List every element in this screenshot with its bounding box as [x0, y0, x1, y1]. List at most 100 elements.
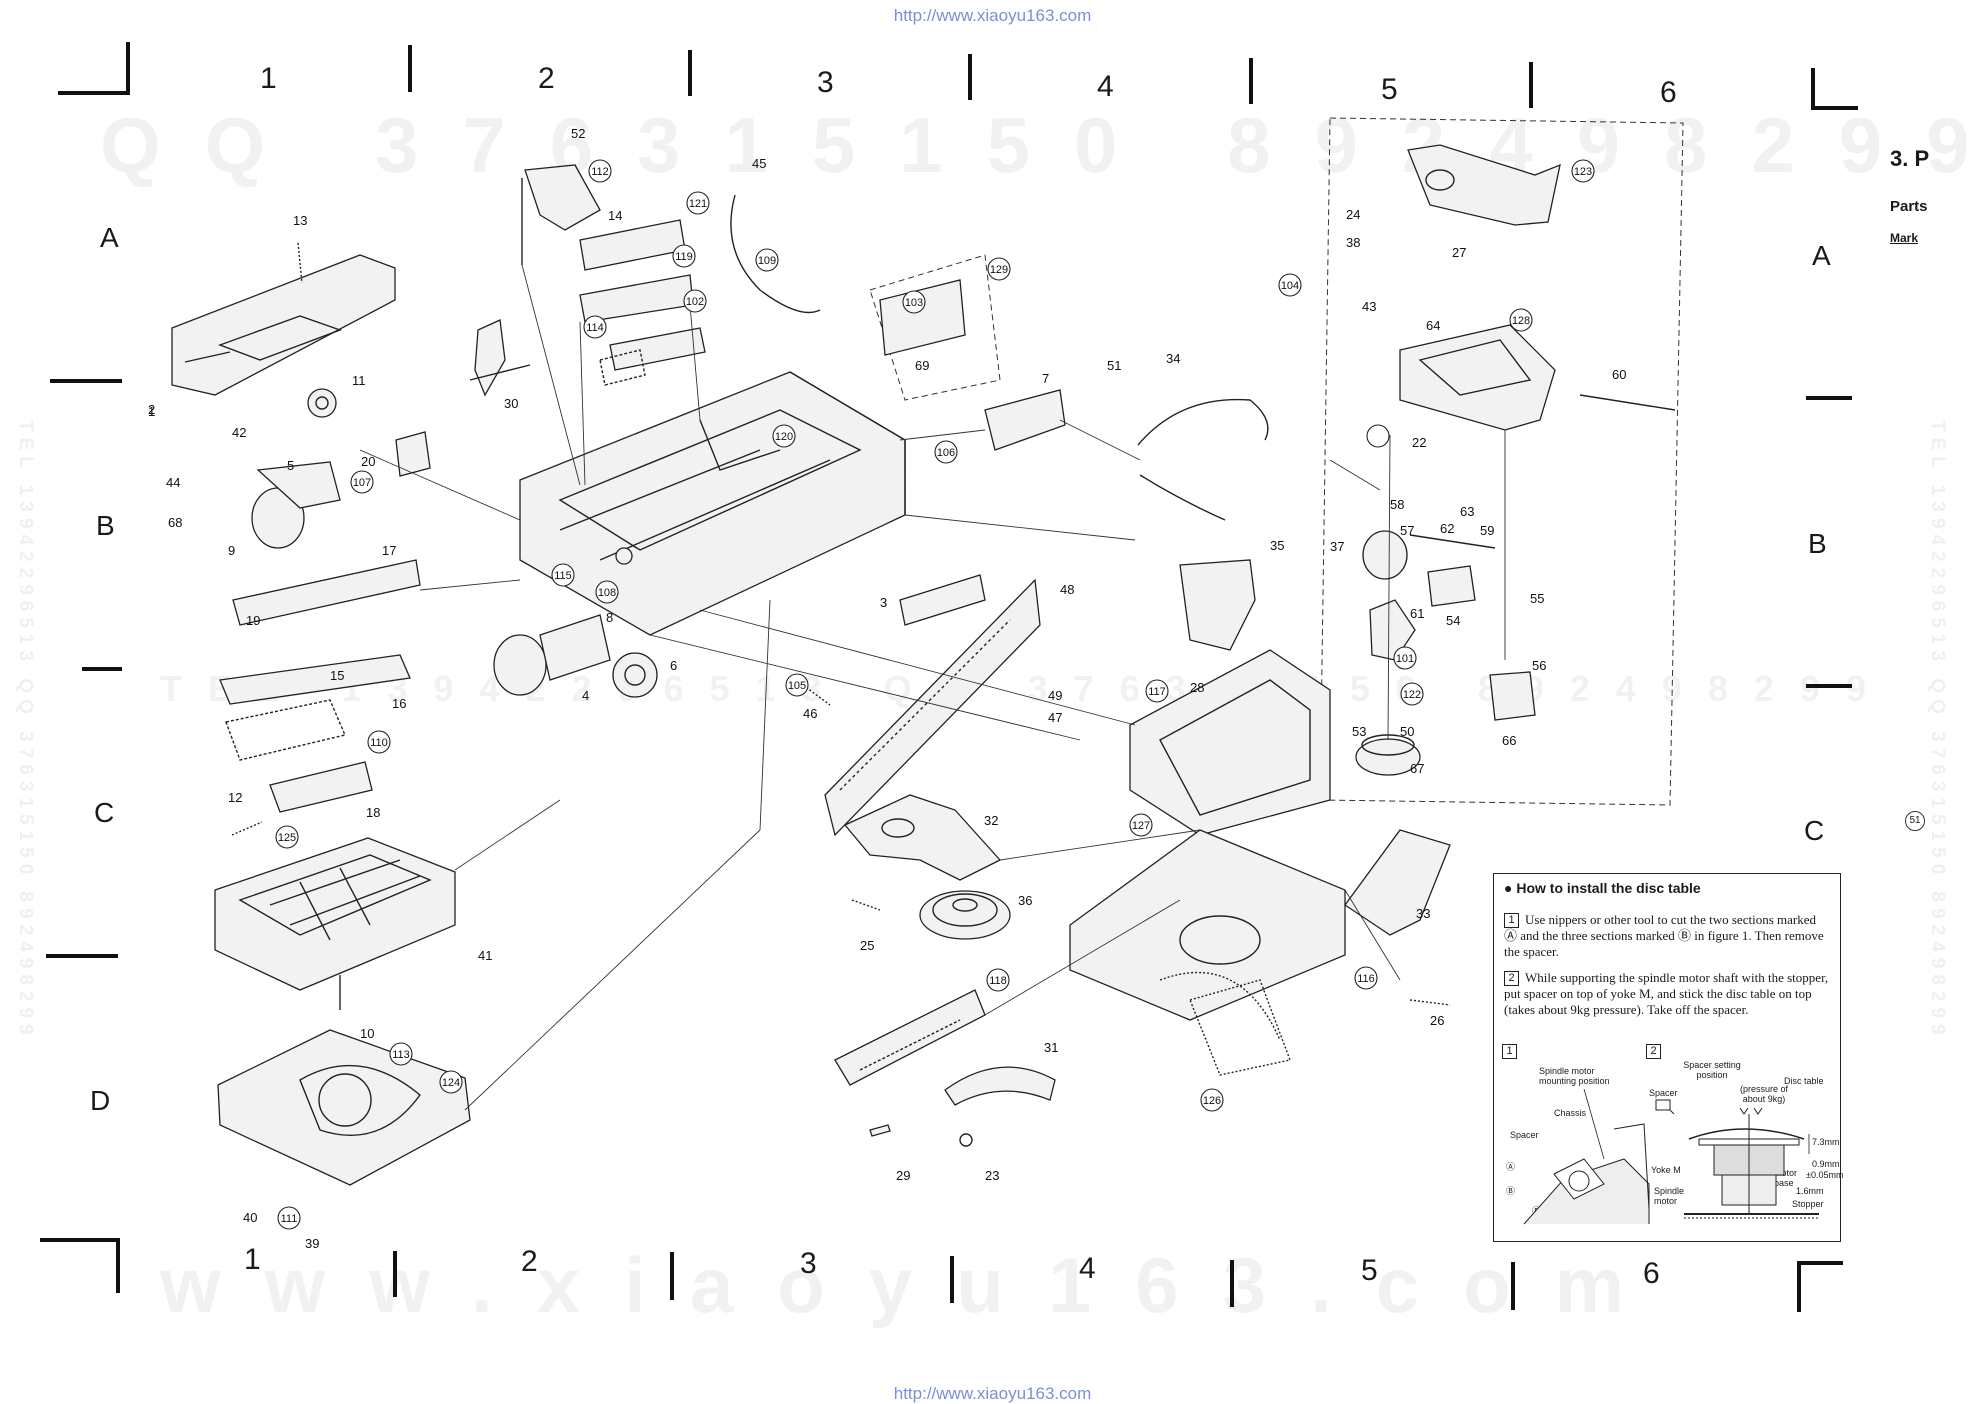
circled-121: 121 [689, 198, 707, 210]
label-11: 11 [352, 373, 366, 388]
grid-col-bottom-3: 3 [800, 1247, 817, 1280]
part-54-motor [1427, 565, 1476, 607]
part-12-spring [231, 821, 263, 836]
part-118-slide-plate [834, 989, 986, 1086]
circled-113: 113 [392, 1049, 410, 1061]
label-51: 51 [1107, 358, 1121, 373]
fig1-label-mount: Spindle motor mounting position [1539, 1066, 1610, 1086]
label-43: 43 [1362, 299, 1376, 314]
label-33: 33 [1416, 906, 1430, 921]
group-outline-129 [869, 254, 1001, 401]
part-10-loading-chassis [217, 1029, 471, 1186]
label-55: 55 [1530, 591, 1544, 606]
grid-col-bottom-2: 2 [521, 1245, 538, 1278]
figure-2-number: 2 [1646, 1044, 1661, 1059]
circled-112: 112 [591, 166, 609, 178]
label-18: 18 [366, 805, 380, 820]
part-59-shaft [1409, 534, 1496, 549]
fig1-label-spacer: Spacer [1510, 1130, 1539, 1140]
bottom-url[interactable]: http://www.xiaoyu163.com [893, 1384, 1092, 1403]
figure-1-drawing [1523, 1089, 1650, 1225]
part-128-pickup-mechanism [1399, 324, 1556, 431]
label-14: 14 [608, 208, 622, 223]
part-112-guide-bracket [521, 164, 601, 265]
part-32-lever [843, 794, 1002, 881]
label-8: 8 [606, 610, 613, 625]
top-url[interactable]: http://www.xiaoyu163.com [893, 6, 1092, 25]
part-9-motor-assembly-left [251, 388, 341, 549]
part-2-slider-plate [171, 254, 396, 396]
part-3-slider [899, 574, 986, 626]
fig2-label-spacer: Spacer [1649, 1088, 1678, 1098]
grid-col-bottom-1: 1 [244, 1243, 261, 1276]
label-34: 34 [1166, 351, 1180, 366]
label-50: 50 [1400, 724, 1414, 739]
connection-lines [359, 264, 1506, 1111]
label-39: 39 [305, 1236, 319, 1251]
part-115-gear [615, 547, 633, 565]
grid-col-1: 1 [260, 62, 277, 95]
label-5: 5 [287, 458, 294, 473]
circled-110: 110 [370, 737, 388, 749]
grid-col-bottom-4: 4 [1079, 1252, 1096, 1285]
circled-117: 117 [1148, 686, 1166, 698]
label-26: 26 [1430, 1013, 1444, 1028]
label-20: 20 [361, 454, 375, 469]
part-60-shaft [1579, 394, 1676, 411]
grid-col-bottom-6: 6 [1643, 1257, 1660, 1290]
label-10: 10 [360, 1026, 374, 1041]
circled-125: 125 [278, 832, 296, 844]
part-18-tray [214, 837, 456, 1010]
circled-129: 129 [990, 264, 1008, 276]
circled-103: 103 [905, 297, 923, 309]
fig1-label-a: Ⓐ [1506, 1162, 1516, 1172]
watermark-mid: TEL 13942296513 QQ 376315150 892498299 [160, 668, 1892, 709]
label-56: 56 [1532, 658, 1546, 673]
circled-102: 102 [686, 296, 704, 308]
part-101-bracket [1369, 599, 1416, 661]
section-sub-mark: Mark [1890, 231, 1919, 245]
label-64: 64 [1426, 318, 1440, 333]
fig2-dim-4: 1.6mm [1796, 1186, 1824, 1196]
circled-124: 124 [442, 1077, 460, 1089]
label-58: 58 [1390, 497, 1404, 512]
label-35: 35 [1270, 538, 1284, 553]
circled-127: 127 [1132, 820, 1150, 832]
main-mechanism-chassis [519, 371, 906, 636]
fig2-label-stopper: Stopper [1792, 1199, 1824, 1209]
label-22: 22 [1412, 435, 1426, 450]
label-41: 41 [478, 948, 492, 963]
circled-126: 126 [1203, 1095, 1221, 1107]
part-3-rack-plate [824, 578, 1041, 837]
part-110-plate [269, 761, 373, 813]
label-9: 9 [228, 543, 235, 558]
fig1-label-b1: Ⓑ [1506, 1186, 1516, 1196]
step-2-number: 2 [1504, 971, 1519, 986]
part-106-frame [789, 371, 906, 515]
circled-part-labels [275, 159, 1595, 1230]
fig1-label-chassis: Chassis [1554, 1108, 1587, 1118]
part-29-pin [869, 1124, 891, 1137]
part-121-pcb-assembly [579, 219, 706, 386]
label-13: 13 [293, 213, 307, 228]
part-36-pulley [919, 890, 1011, 940]
grid-row-b: B [96, 510, 115, 541]
part-35-bracket [1179, 559, 1256, 651]
label-28: 28 [1190, 680, 1204, 695]
grid-col-4: 4 [1097, 70, 1114, 103]
step-1-number: 1 [1504, 913, 1519, 928]
circled-120: 120 [775, 431, 793, 443]
label-66: 66 [1502, 733, 1516, 748]
edge-circled-marker: 51 [1905, 811, 1925, 831]
circled-105: 105 [788, 680, 806, 692]
circled-104: 104 [1281, 280, 1299, 292]
grid-row-c: C [94, 797, 115, 828]
label-62: 62 [1440, 521, 1454, 536]
fig2-label-yoke: Yoke M [1651, 1165, 1681, 1175]
label-38: 38 [1346, 235, 1360, 250]
label-57: 57 [1400, 523, 1414, 538]
watermark-bottom: www.xiaoyu163.com [160, 1241, 1669, 1329]
